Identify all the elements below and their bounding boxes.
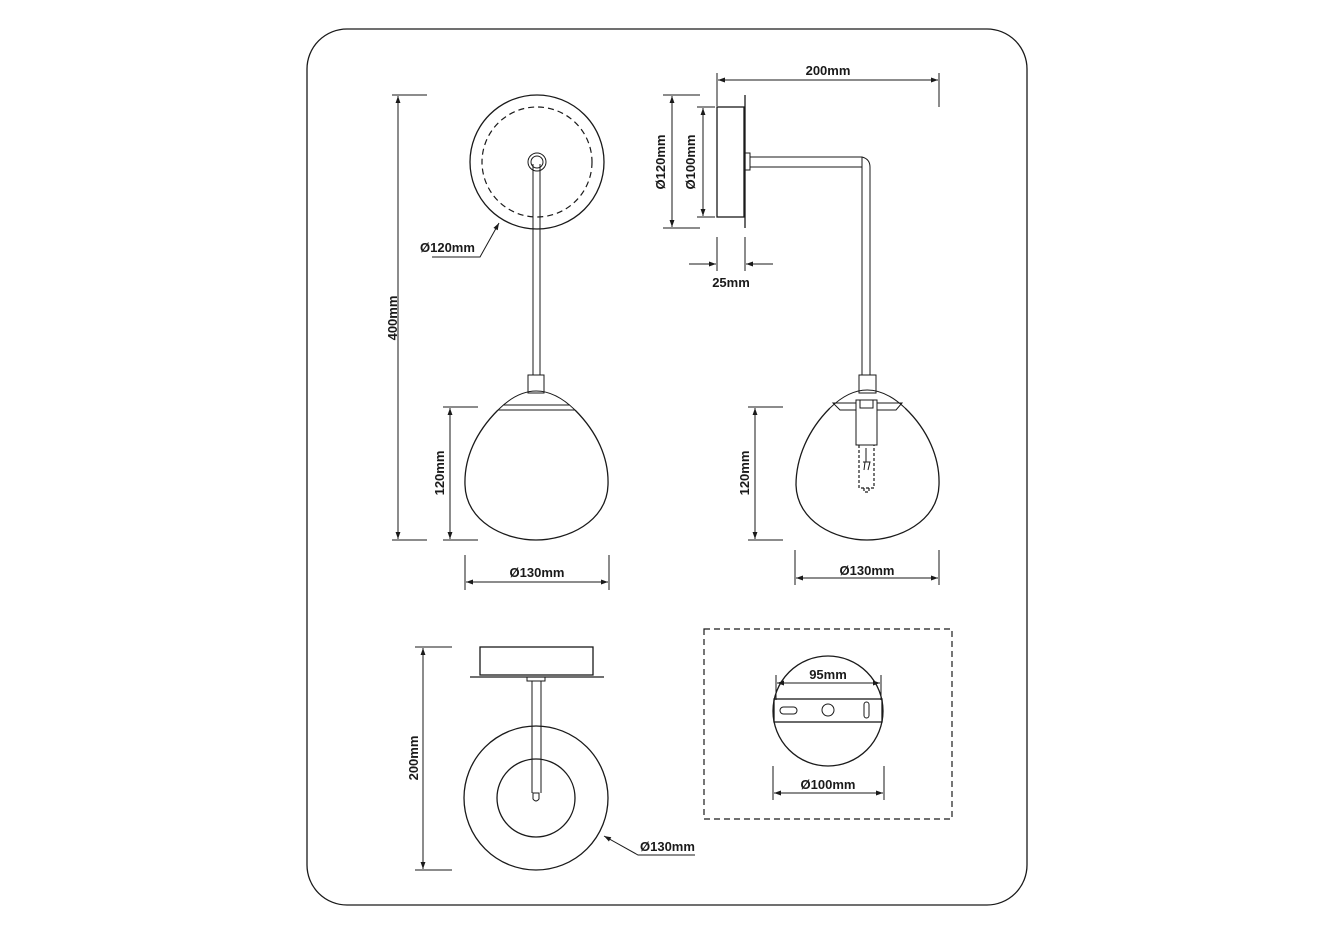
- bracket-slot-horizontal: [779, 706, 798, 715]
- bottom-depth-label: 200mm: [406, 736, 421, 781]
- side-view: 200mm Ø120mm Ø100mm 25mm 120mm Ø130mm: [653, 63, 940, 585]
- rod: [532, 164, 541, 375]
- rod-knob-inner: [530, 155, 544, 169]
- shade-cap: [527, 374, 545, 394]
- bulb-socket: [855, 399, 878, 446]
- socket-nut: [859, 399, 874, 409]
- side-shade-height-label: 120mm: [737, 451, 752, 496]
- wall-plate-side: [716, 106, 745, 218]
- front-view: 400mm Ø120mm 120mm Ø130mm: [385, 94, 610, 590]
- globe-shade-side: [795, 407, 940, 541]
- wall-plate-base-hidden: [481, 106, 593, 218]
- side-plate-diameter-label: Ø120mm: [653, 135, 668, 190]
- bottom-view: 200mm Ø130mm: [406, 646, 695, 871]
- mounting-detail: 95mm Ø100mm: [703, 628, 953, 820]
- shade-collar: [498, 404, 575, 411]
- shade-holder: [831, 402, 904, 411]
- plate-diameter-label: Ø120mm: [420, 240, 475, 255]
- rod-end: [532, 792, 540, 802]
- plate-diameter-leader: [432, 222, 500, 258]
- shade-height-label: 120mm: [432, 451, 447, 496]
- plate-depth-label: 25mm: [712, 275, 750, 290]
- detail-frame: [703, 628, 953, 820]
- base-plate: [772, 655, 884, 767]
- bracket-center-hole: [821, 703, 835, 717]
- drawing-frame: [306, 28, 1028, 906]
- bracket-slot-vertical: [863, 701, 870, 719]
- rod-bottom: [531, 681, 542, 793]
- halogen-bulb: [858, 445, 875, 493]
- rod-knob-outer: [527, 152, 547, 172]
- total-height-label: 400mm: [385, 296, 400, 341]
- shade-dome: [497, 390, 576, 411]
- globe-shade: [464, 409, 609, 541]
- arm: [750, 156, 871, 375]
- shade-cap-side: [858, 374, 877, 394]
- side-shade-diameter-label: Ø130mm: [840, 563, 895, 578]
- mounting-bracket: [773, 698, 883, 723]
- bracket-width-label: 95mm: [809, 667, 847, 682]
- shade-opening: [496, 758, 576, 838]
- base-diameter-label: Ø100mm: [801, 777, 856, 792]
- bottom-shade-diameter-label: Ø130mm: [640, 839, 695, 854]
- projection-label: 200mm: [806, 63, 851, 78]
- shade-dome-side: [829, 389, 906, 409]
- shade-outer-ring: [463, 725, 609, 871]
- arm-knob: [744, 152, 751, 171]
- bulb-filament: [863, 448, 871, 471]
- wall-plate-top: [479, 646, 594, 676]
- wall-plate: [469, 94, 605, 230]
- rod-mount: [526, 676, 546, 682]
- side-base-diameter-label: Ø100mm: [683, 135, 698, 190]
- shade-diameter-label: Ø130mm: [510, 565, 565, 580]
